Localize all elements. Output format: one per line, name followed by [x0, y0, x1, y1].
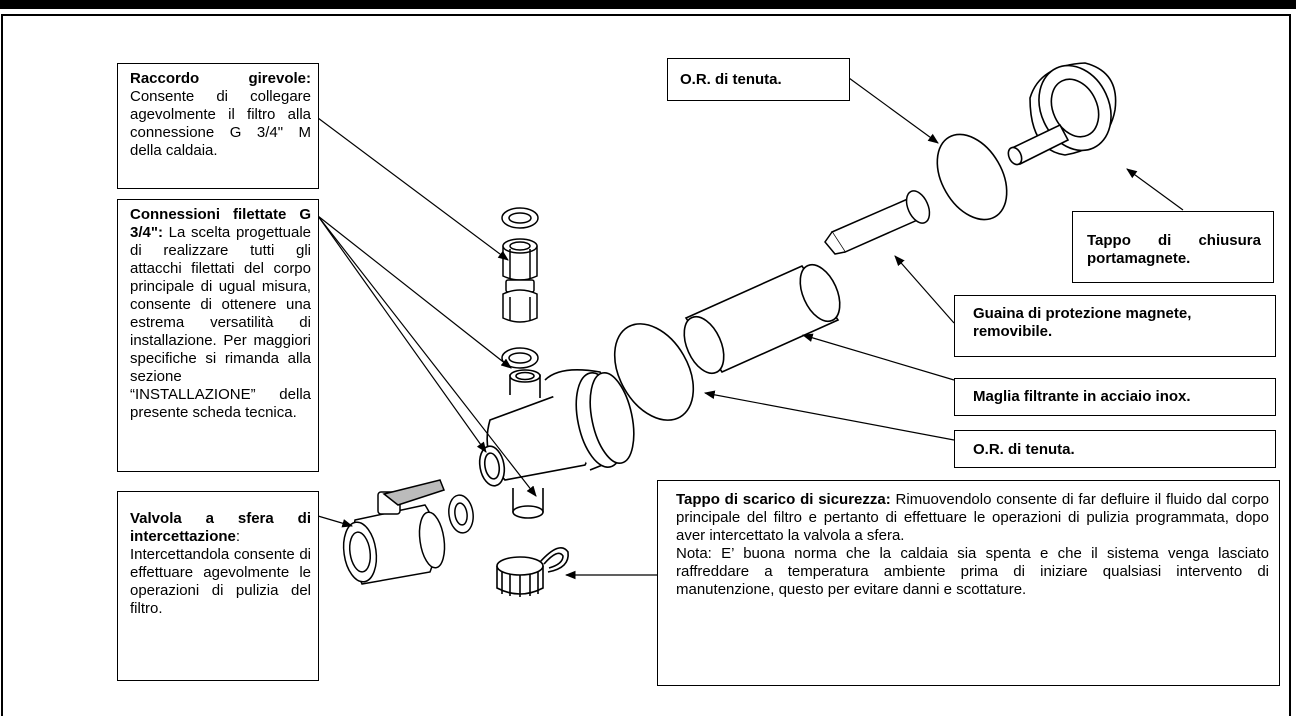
leader-lines — [317, 77, 1184, 580]
filter-body-icon — [478, 369, 635, 519]
label-tappo-scarico-text: Rimuovendolo consente di far defluire il… — [676, 491, 1270, 544]
swivel-fitting-icon — [502, 238, 538, 323]
top-border-bar — [0, 0, 1296, 9]
label-raccordo-title: Raccordo girevole: — [130, 70, 311, 87]
label-or-tenuta-top: O.R. di tenuta. — [667, 58, 850, 101]
drain-cap-icon — [496, 546, 569, 597]
label-raccordo-text: Consente di collegare agevolmente il fil… — [130, 88, 311, 159]
label-connessioni-filettate: Connessioni filettate G 3/4": La scelta … — [117, 199, 319, 472]
filter-mesh-icon — [683, 263, 841, 375]
o-ring-small-icon — [936, 133, 1008, 221]
o-ring-large-icon — [613, 323, 695, 421]
label-valvola-title: Valvola a sfera di intercettazione — [130, 510, 311, 545]
ball-valve-icon — [342, 479, 446, 585]
label-maglia-filtrante: Maglia filtrante in acciaio inox. — [954, 378, 1276, 416]
label-raccordo-girevole: Raccordo girevole: Consente di collegare… — [117, 63, 319, 189]
label-tappo-scarico-note: Nota: E’ buona norma che la caldaia sia … — [676, 545, 1269, 598]
label-tappo-chiusura: Tappo di chiusura portamagnete. — [1072, 211, 1274, 283]
washer-top-icon — [501, 207, 539, 229]
label-or-tenuta-bottom: O.R. di tenuta. — [954, 430, 1276, 468]
label-connessioni-title: Connessioni filettate G 3/4": — [130, 206, 311, 241]
label-tappo-scarico-title: Tappo di scarico di sicurezza: — [676, 491, 891, 508]
magnet-sleeve-icon — [824, 190, 931, 255]
magnet-holder-cap-icon — [1007, 62, 1117, 166]
label-valvola-text: Intercettandola consente di effettuare a… — [130, 546, 311, 617]
washer-valve-icon — [448, 494, 474, 534]
diagram-frame — [1, 14, 1291, 716]
label-guaina-protezione: Guaina di protezione magnete, removibile… — [954, 295, 1276, 357]
label-connessioni-text: La scelta progettuale di realizzare tutt… — [130, 224, 311, 421]
label-tappo-scarico: Tappo di scarico di sicurezza: Rimuovend… — [657, 480, 1280, 686]
label-valvola-colon: : — [235, 528, 241, 545]
label-valvola-sfera: Valvola a sfera di intercettazione: Inte… — [117, 491, 319, 681]
